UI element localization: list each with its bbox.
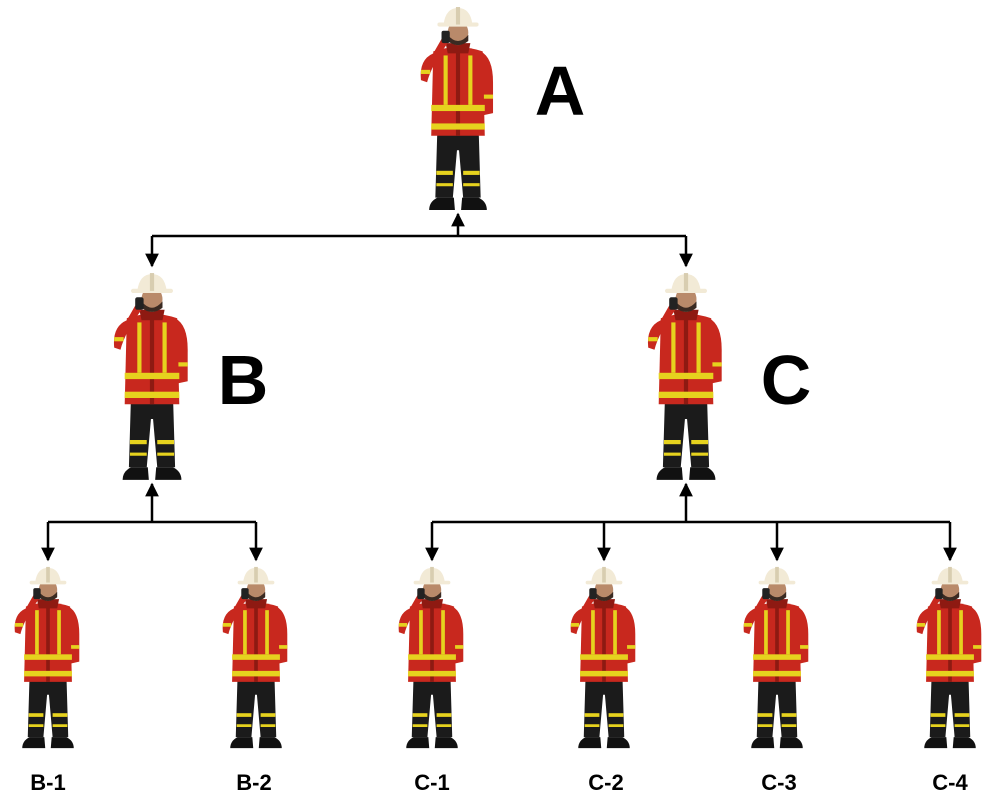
firefighter-icon	[647, 273, 722, 480]
firefighter-icon	[420, 7, 494, 210]
node-label-c-2: C-2	[588, 770, 623, 795]
node-label-c-4: C-4	[932, 770, 968, 795]
connector-lines	[41, 212, 957, 562]
firefighter-icon	[222, 566, 288, 749]
node-label-a: A	[535, 52, 586, 130]
node-label-b-2: B-2	[236, 770, 271, 795]
firefighter-icon	[14, 566, 80, 749]
firefighter-icon	[743, 566, 809, 749]
firefighter-icon	[570, 566, 636, 749]
node-label-c-3: C-3	[761, 770, 796, 795]
firefighter-icon	[113, 273, 188, 480]
firefighter-icon	[398, 566, 464, 749]
node-label-c: C	[761, 341, 812, 419]
figures-layer	[14, 7, 982, 749]
labels-layer: A B C B-1 B-2 C-1 C-2 C-3 C-4	[30, 52, 968, 795]
node-label-b-1: B-1	[30, 770, 65, 795]
node-label-b: B	[218, 341, 269, 419]
firefighter-icon	[916, 566, 982, 749]
node-label-c-1: C-1	[414, 770, 449, 795]
